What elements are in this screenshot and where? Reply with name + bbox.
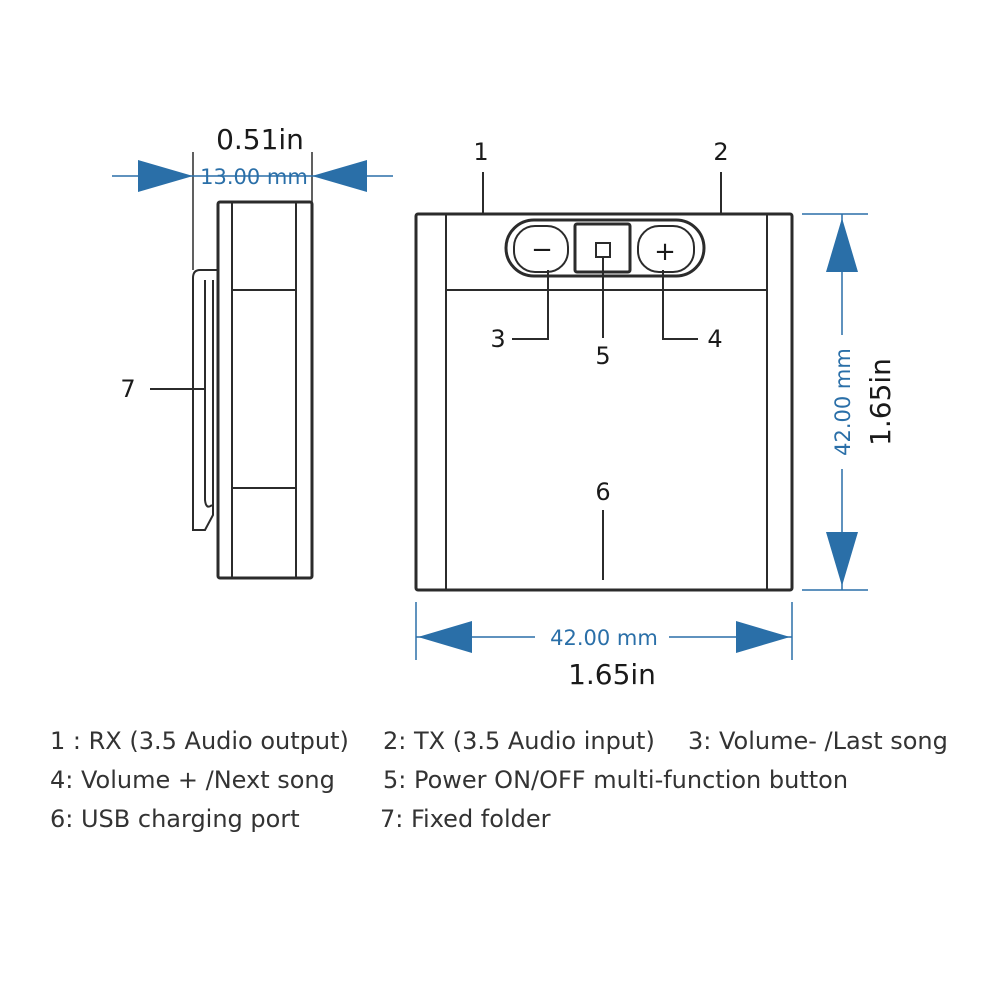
legend-item-5: 5: Power ON/OFF multi-function button xyxy=(383,766,849,794)
front-view xyxy=(414,212,794,592)
legend-item-6: 6: USB charging port xyxy=(50,805,300,833)
plus-icon: + xyxy=(654,237,676,267)
arrow-left-icon xyxy=(312,160,367,192)
minus-icon: − xyxy=(531,235,553,265)
legend-item-7: 7: Fixed folder xyxy=(380,805,551,833)
callout-6: 6 xyxy=(595,478,610,506)
side-view-body xyxy=(216,200,314,580)
front-height-inches: 1.65in xyxy=(864,358,897,446)
volume-minus-button[interactable] xyxy=(513,225,569,273)
callout-5: 5 xyxy=(595,342,610,370)
callout-2: 2 xyxy=(713,138,728,166)
legend-item-2: 2: TX (3.5 Audio input) xyxy=(383,727,655,755)
side-width-dimension xyxy=(112,160,393,192)
power-square-icon xyxy=(595,242,611,258)
callout-3: 3 xyxy=(490,325,505,353)
arrow-right-icon xyxy=(736,621,790,653)
fixed-folder-clip xyxy=(192,269,219,531)
front-height-dimension xyxy=(802,213,868,591)
legend-item-4: 4: Volume + /Next song xyxy=(50,766,335,794)
arrow-left-icon xyxy=(418,621,472,653)
front-width-dimension xyxy=(415,602,793,660)
front-width-mm: 42.00 mm xyxy=(550,626,658,650)
front-width-inches: 1.65in xyxy=(568,658,656,691)
legend-item-1: 1 : RX (3.5 Audio output) xyxy=(50,727,349,755)
front-height-mm: 42.00 mm xyxy=(831,348,855,456)
callout-1: 1 xyxy=(473,138,488,166)
side-view xyxy=(192,152,314,580)
callout-7: 7 xyxy=(120,375,135,403)
arrow-down-icon xyxy=(826,532,858,586)
callout-4: 4 xyxy=(707,325,722,353)
volume-plus-button[interactable] xyxy=(637,225,695,273)
arrow-right-icon xyxy=(138,160,193,192)
arrow-up-icon xyxy=(826,218,858,272)
side-width-inches: 0.51in xyxy=(216,123,304,156)
front-view-body xyxy=(414,212,794,592)
legend-item-3: 3: Volume- /Last song xyxy=(688,727,948,755)
side-width-mm: 13.00 mm xyxy=(200,165,308,189)
